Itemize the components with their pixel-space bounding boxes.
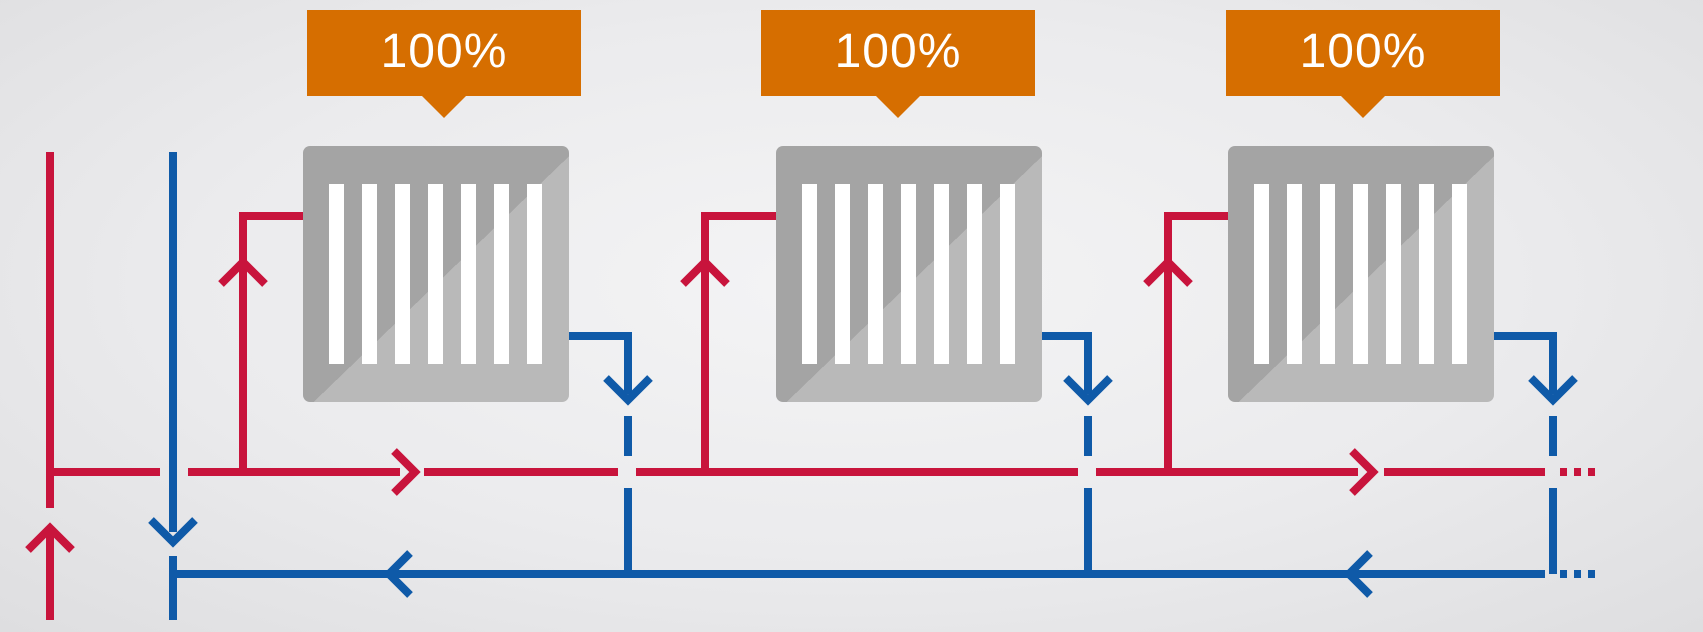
radiator-fin <box>934 184 949 364</box>
radiator-fin <box>1320 184 1335 364</box>
supply-branch-3 <box>1164 212 1230 472</box>
chevron-arrow-icon <box>148 517 198 548</box>
radiator-fin <box>1419 184 1434 364</box>
supply-branch-2 <box>701 212 778 472</box>
return-drop-3 <box>1492 332 1557 394</box>
return-drop-2 <box>1040 332 1092 394</box>
radiator-1 <box>303 146 569 402</box>
chevron-arrow-icon <box>603 375 653 406</box>
supply-branch-1 <box>239 212 305 472</box>
radiator-fin <box>461 184 476 364</box>
chevron-arrow-icon <box>25 522 75 553</box>
valve-setting-badge-1: 100% <box>307 10 581 118</box>
chevron-arrow-icon <box>1343 550 1373 598</box>
chevron-arrow-icon <box>218 256 268 287</box>
return-pipes <box>148 152 1595 620</box>
supply-pipes <box>25 152 1595 620</box>
radiator-fin <box>395 184 410 364</box>
chevron-arrow-icon <box>680 256 730 287</box>
radiator-3 <box>1228 146 1494 402</box>
radiator-fin <box>901 184 916 364</box>
radiator-fin <box>1287 184 1302 364</box>
chevron-arrow-icon <box>1349 448 1379 496</box>
valve-setting-badge-3: 100% <box>1226 10 1500 118</box>
radiator-fin <box>868 184 883 364</box>
radiator-fin <box>527 184 542 364</box>
radiator-fin <box>1386 184 1401 364</box>
valve-setting-label: 100% <box>1299 24 1427 78</box>
radiator-fin <box>329 184 344 364</box>
radiator-fin <box>1254 184 1269 364</box>
return-drop-1 <box>567 332 632 394</box>
valve-setting-label: 100% <box>834 24 962 78</box>
chevron-arrow-icon <box>1143 256 1193 287</box>
radiator-2 <box>776 146 1042 402</box>
chevron-arrow-icon <box>391 448 421 496</box>
valve-setting-badge-2: 100% <box>761 10 1035 118</box>
chevron-arrow-icon <box>1063 375 1113 406</box>
radiator-fin <box>1353 184 1368 364</box>
radiator-fin <box>428 184 443 364</box>
radiator-fin <box>967 184 982 364</box>
radiator-fin <box>802 184 817 364</box>
radiator-fin <box>1452 184 1467 364</box>
chevron-arrow-icon <box>383 550 413 598</box>
radiator-fin <box>835 184 850 364</box>
radiator-fin <box>494 184 509 364</box>
radiator-fin <box>1000 184 1015 364</box>
chevron-arrow-icon <box>1528 375 1578 406</box>
valve-setting-label: 100% <box>380 24 508 78</box>
radiator-fin <box>362 184 377 364</box>
